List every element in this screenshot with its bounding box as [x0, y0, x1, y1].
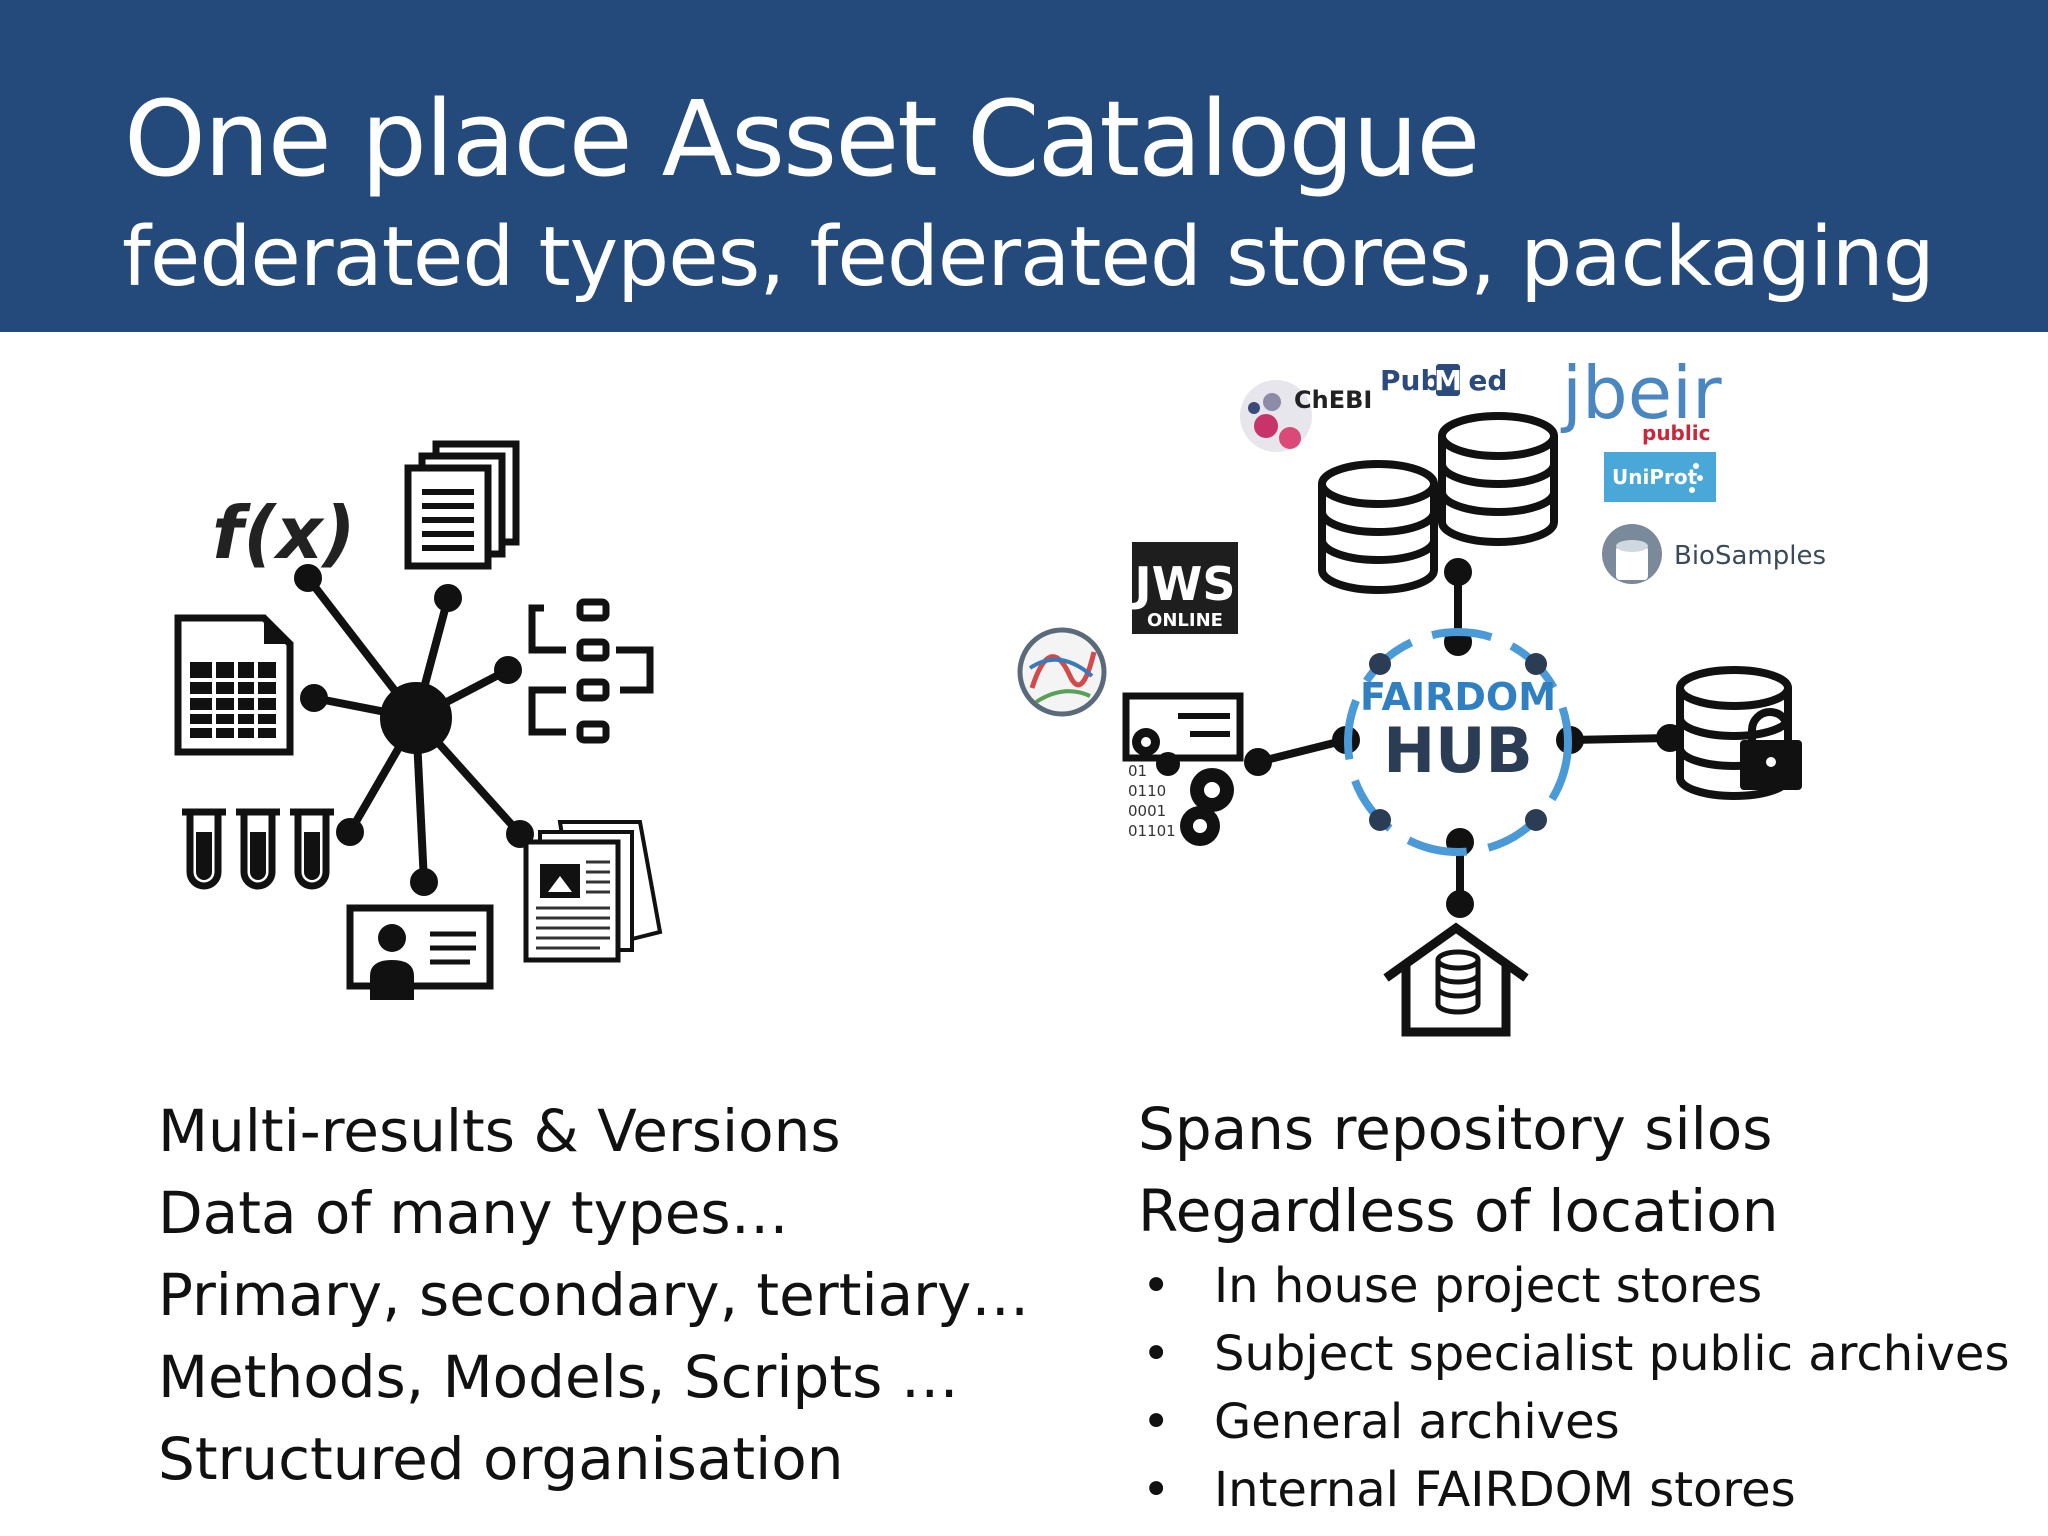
bullet-item: • Subject specialist public archives	[1138, 1320, 2009, 1388]
scripts-icon: 01 0110 0001 01101	[1122, 692, 1244, 846]
pubmed-logo: PubMed M	[1380, 364, 1507, 397]
binary-line-1: 01	[1128, 762, 1147, 780]
binary-line-4: 01101	[1128, 822, 1176, 840]
slide-subtitle: federated types, federated stores, packa…	[122, 210, 1935, 305]
left-text-list: Multi-results & Versions Data of many ty…	[158, 1090, 1029, 1500]
chebi-logo: ChEBI	[1240, 380, 1372, 452]
model-logo-icon	[1017, 627, 1107, 717]
bullet-dot: •	[1142, 1326, 1171, 1382]
documents-icon	[404, 440, 520, 570]
svg-text:ONLINE: ONLINE	[1147, 610, 1223, 631]
jws-online-logo: JWS ONLINE	[1132, 542, 1238, 634]
left-list-item: Methods, Models, Scripts …	[158, 1343, 959, 1411]
locked-database-icon	[1676, 666, 1802, 800]
test-tubes-icon	[182, 808, 334, 890]
jbeir-logo: jbeir public	[1560, 351, 1722, 445]
bullet-dot: •	[1142, 1394, 1171, 1450]
svg-text:BioSamples: BioSamples	[1674, 541, 1826, 571]
spreadsheet-icon	[174, 614, 294, 756]
bullet-dot: •	[1142, 1462, 1171, 1518]
right-headline-1: Spans repository silos	[1138, 1095, 1773, 1163]
left-list-item: Primary, secondary, tertiary…	[158, 1261, 1030, 1329]
asset-types-diagram: f(x)	[174, 440, 663, 1000]
binary-line-3: 0001	[1128, 802, 1166, 820]
hub-label-hub: HUB	[1383, 714, 1533, 787]
svg-text:UniProt: UniProt	[1612, 465, 1698, 489]
function-icon: f(x)	[212, 491, 356, 575]
workflow-icon	[528, 598, 654, 744]
bullet-text: In house project stores	[1214, 1258, 1763, 1314]
left-list-item: Multi-results & Versions	[158, 1097, 841, 1165]
right-text-block: Spans repository silos Regardless of loc…	[1138, 1088, 2009, 1524]
binary-line-2: 0110	[1128, 782, 1166, 800]
bullet-dot: •	[1142, 1258, 1171, 1314]
slide-title: One place Asset Catalogue	[124, 78, 1480, 200]
bullet-text: Internal FAIRDOM stores	[1214, 1462, 1796, 1518]
right-headline-2: Regardless of location	[1138, 1177, 1779, 1245]
bullet-item: • In house project stores	[1138, 1252, 2009, 1320]
fairdom-network-diagram: FAIRDOM HUB	[1017, 351, 1826, 1037]
publications-icon	[523, 820, 663, 963]
left-list-item: Data of many types…	[158, 1179, 789, 1247]
svg-text:M: M	[1434, 364, 1462, 397]
house-database-icon	[1383, 922, 1529, 1037]
left-list-item: Structured organisation	[158, 1425, 844, 1493]
svg-text:JWS: JWS	[1132, 557, 1236, 611]
uniprot-logo: UniProt	[1604, 452, 1716, 502]
svg-text:jbeir: jbeir	[1560, 351, 1722, 435]
bullet-item: • Internal FAIRDOM stores	[1138, 1456, 2009, 1524]
header-bar: One place Asset Catalogue federated type…	[0, 0, 2048, 332]
bullet-text: General archives	[1214, 1394, 1620, 1450]
bullet-item: • General archives	[1138, 1388, 2009, 1456]
biosamples-logo: BioSamples	[1602, 524, 1826, 584]
bullet-text: Subject specialist public archives	[1214, 1326, 2010, 1382]
bullet-list: • In house project stores • Subject specia…	[1138, 1252, 2009, 1524]
database-icon	[1318, 412, 1558, 594]
hub-label-fairdom: FAIRDOM	[1360, 675, 1556, 719]
contact-card-icon	[346, 904, 494, 1000]
svg-text:ChEBI: ChEBI	[1294, 386, 1372, 414]
fairdom-hub-logo: FAIRDOM HUB	[1344, 628, 1572, 856]
svg-text:public: public	[1642, 421, 1710, 445]
diagram-graphic: f(x)	[174, 351, 1826, 1037]
